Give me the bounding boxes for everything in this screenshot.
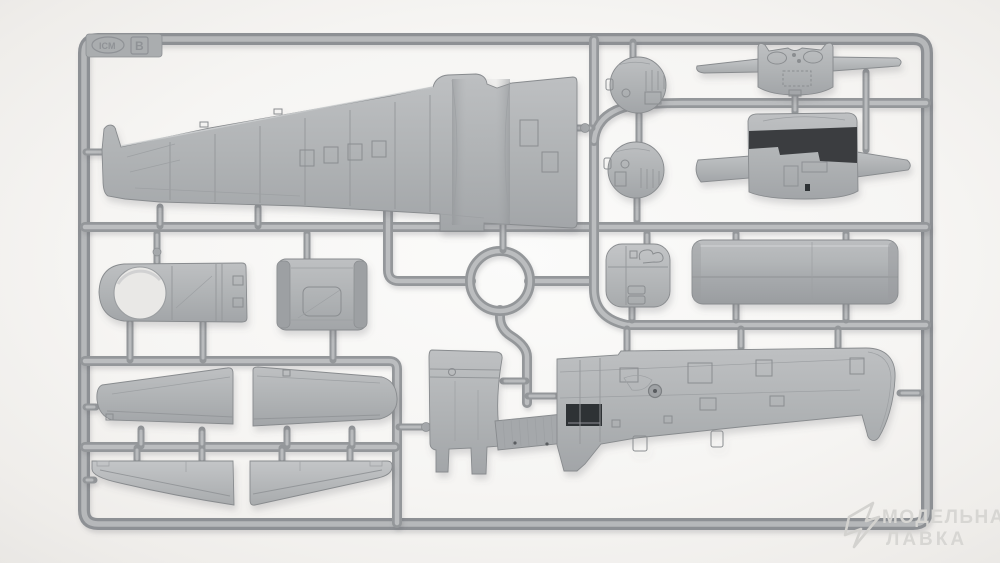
cowl-panel [276, 258, 368, 331]
fuselage-half [101, 73, 578, 232]
watermark-line2: ЛАВКА [886, 529, 967, 550]
watermark-line1: МОДЕЛЬНАЯ [882, 507, 1000, 528]
ring-part [465, 246, 535, 316]
bulkhead-disc-1 [605, 56, 667, 114]
stabilizer-upper-right [252, 366, 398, 427]
sprue-gates [82, 38, 924, 484]
stabilizer-lower-right [249, 460, 393, 506]
bulkhead-disc-2 [603, 141, 665, 199]
watermark-logo-icon [843, 501, 881, 549]
cockpit-tub [695, 112, 911, 200]
tab-brand-text: ICM [99, 41, 116, 51]
ribbed-flap [494, 413, 567, 451]
runner-network [85, 40, 926, 523]
tab-letter-text: B [135, 39, 144, 53]
instrument-coaming [696, 42, 902, 97]
stabilizer-upper-left [96, 367, 234, 425]
nose-section [98, 262, 248, 323]
wing-half [556, 347, 896, 472]
sprue-id-tab: ICM B [85, 33, 163, 58]
center-panel [428, 349, 503, 475]
watermark: МОДЕЛЬНАЯ ЛАВКА [843, 501, 1000, 550]
fuselage-spine [691, 239, 899, 305]
small-bulkhead [605, 243, 671, 308]
stabilizer-lower-left [91, 460, 235, 506]
